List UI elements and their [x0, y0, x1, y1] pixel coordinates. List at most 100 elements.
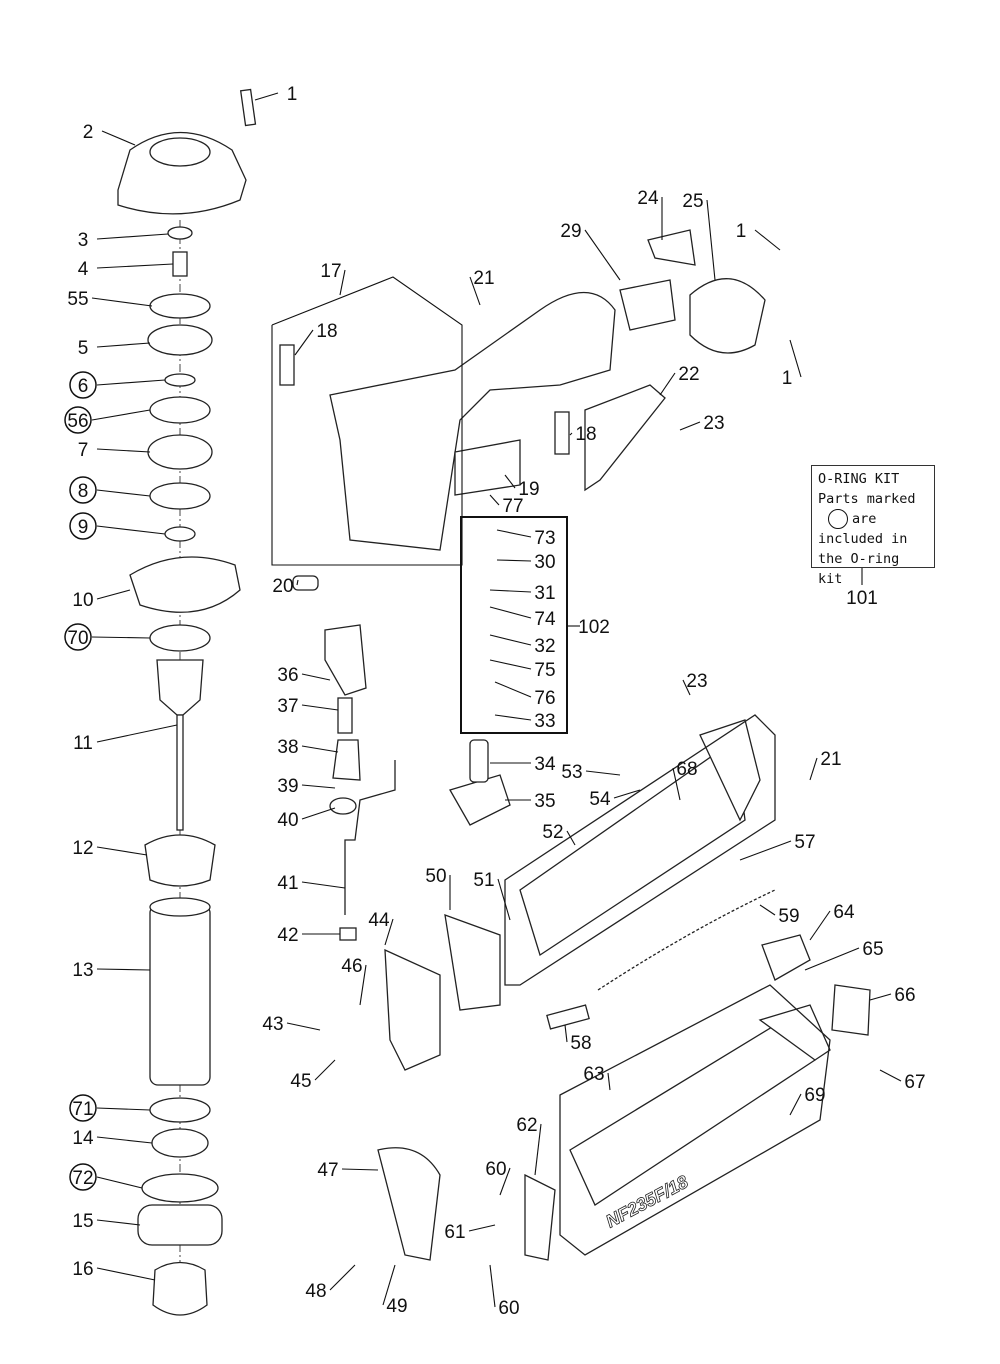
part-number-text: 59	[778, 906, 799, 927]
part-label-36: 36	[277, 665, 331, 686]
part-number-text: 70	[67, 628, 88, 649]
leader-line	[809, 757, 818, 781]
oring-kit-circle-icon	[69, 1163, 97, 1191]
part-label-13: 13	[72, 960, 151, 981]
part-label-65: 65	[804, 939, 884, 971]
leader-line	[96, 1107, 151, 1111]
part-number-text: 21	[473, 268, 494, 289]
part-label-51: 51	[473, 870, 511, 921]
part-label-102: 102	[567, 617, 610, 638]
part-label-53: 53	[561, 762, 621, 783]
part-label-42: 42	[277, 925, 340, 946]
part-number-labels: 1234555656789107011121371147215161718212…	[64, 84, 926, 1319]
part-number-text: 43	[262, 1014, 283, 1035]
part-label-21: 21	[809, 749, 842, 781]
leader-line	[101, 130, 136, 146]
part-number-text: 20	[272, 576, 293, 597]
leader-line	[96, 379, 166, 386]
oring-kit-line3: included in	[818, 531, 908, 547]
oring-kit-line2: are	[852, 511, 877, 527]
part-17-body	[329, 291, 616, 551]
part-label-11: 11	[73, 724, 178, 754]
part-label-16: 16	[72, 1259, 156, 1281]
part-number-text: 73	[534, 528, 555, 549]
part-label-57: 57	[739, 832, 816, 861]
leader-line	[359, 964, 367, 1006]
leader-line	[301, 704, 339, 711]
part-number-text: 65	[862, 939, 883, 960]
part-label-76: 76	[494, 681, 556, 709]
part-label-63: 63	[583, 1064, 611, 1091]
part-number-text: 25	[682, 191, 703, 212]
part-number-text: 76	[534, 688, 555, 709]
part-label-1: 1	[782, 339, 802, 389]
part-label-21: 21	[469, 268, 495, 306]
leader-line	[91, 297, 153, 307]
part-number-text: 58	[570, 1033, 591, 1054]
leader-line	[706, 199, 716, 281]
part-label-20: 20	[272, 576, 299, 597]
leader-line	[497, 878, 511, 921]
oring-kit-title: O-RING KIT	[818, 471, 900, 487]
part-number-text: 49	[386, 1296, 407, 1317]
part-number-text: 11	[73, 733, 93, 754]
leader-line	[759, 904, 776, 916]
part-label-47: 47	[317, 1160, 379, 1181]
part-number-text: 22	[678, 364, 699, 385]
part-number-text: 51	[473, 870, 494, 891]
leader-line	[496, 529, 532, 538]
leader-line	[672, 767, 681, 801]
part-number-text: 53	[561, 762, 582, 783]
part-number-text: 14	[72, 1128, 94, 1149]
part-label-46: 46	[341, 956, 367, 1006]
part-label-10: 10	[72, 589, 131, 611]
part-label-44: 44	[368, 910, 394, 946]
part-number-text: 6	[78, 376, 89, 397]
oring-kit-circle-icon	[69, 371, 97, 399]
part-label-45: 45	[290, 1059, 336, 1092]
part-label-75: 75	[489, 659, 556, 681]
part-number-text: 9	[78, 517, 89, 538]
leader-line	[91, 636, 151, 639]
part-number-text: 31	[534, 583, 555, 604]
leader-line	[254, 92, 279, 101]
leader-line	[96, 968, 151, 971]
leader-line	[879, 1069, 902, 1082]
part-label-1: 1	[736, 221, 781, 251]
part-label-9: 9	[69, 512, 166, 540]
leader-line	[489, 494, 500, 506]
part-label-62: 62	[516, 1115, 542, 1176]
leader-line	[301, 673, 331, 681]
part-number-text: 21	[820, 749, 841, 770]
part-label-48: 48	[305, 1264, 356, 1302]
part-number-text: 75	[534, 660, 555, 681]
leader-line	[96, 448, 151, 453]
leader-line	[585, 770, 621, 776]
part-number-text: 39	[277, 776, 298, 797]
part-label-54: 54	[589, 789, 641, 810]
leader-line	[91, 409, 151, 421]
leader-line	[679, 421, 701, 431]
part-number-text: 7	[78, 440, 89, 461]
part-number-text: 38	[277, 737, 298, 758]
part-label-50: 50	[425, 866, 451, 910]
part-number-text: 41	[277, 873, 298, 894]
oring-kit-line1: Parts marked	[818, 491, 916, 507]
part-label-18: 18	[569, 424, 597, 445]
oring-kit-legend: O-RING KIT Parts marked are included in …	[811, 465, 935, 587]
leader-line	[341, 1168, 379, 1171]
part-label-33: 33	[494, 711, 556, 732]
oring-kit-circle-icon	[64, 623, 92, 651]
leader-line	[607, 1072, 611, 1091]
part-label-23: 23	[679, 413, 725, 434]
oring-kit-line4: the O-ring kit	[818, 551, 900, 587]
group-102-frame	[460, 516, 568, 734]
leader-line	[96, 724, 178, 743]
part-label-72: 72	[69, 1163, 143, 1191]
part-number-text: 2	[83, 122, 94, 143]
part-number-text: 36	[277, 665, 298, 686]
leader-line	[496, 559, 532, 562]
leader-line	[301, 784, 336, 789]
leader-line	[301, 807, 336, 820]
